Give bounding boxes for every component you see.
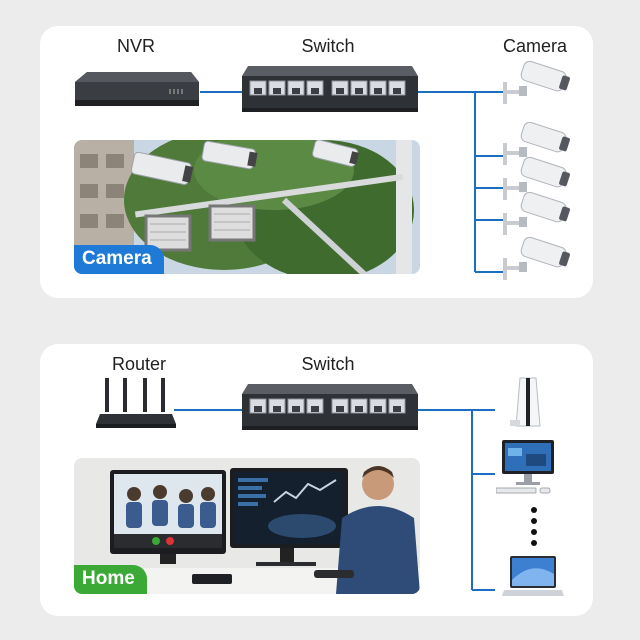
- home-badge: Home: [74, 565, 147, 594]
- ethernet-switch-icon: [242, 64, 418, 119]
- cctv-camera-icon: [503, 236, 573, 291]
- router-label: Router: [111, 354, 167, 374]
- cctv-camera-icon: [503, 121, 573, 176]
- ethernet-switch-icon: [242, 382, 418, 437]
- switch-label: Switch: [301, 354, 355, 374]
- ip-camera-network-panel: NVR Switch Camera: [40, 26, 593, 298]
- home-scene-photo: Home: [74, 458, 420, 594]
- network-cables: [200, 91, 505, 273]
- camera-label: Camera: [502, 36, 568, 56]
- more-dots-icon: [530, 506, 538, 553]
- network-cables: [174, 409, 495, 591]
- camera-scene-photo: Camera: [74, 140, 420, 274]
- nvr-recorder-icon: [73, 70, 201, 115]
- cctv-camera-icon: [503, 60, 573, 115]
- home-network-panel: Router Switch: [40, 344, 593, 616]
- cctv-camera-icon: [503, 191, 573, 246]
- laptop-icon: [502, 554, 564, 605]
- wifi-router-icon: [96, 378, 176, 435]
- cctv-camera-icon: [503, 156, 573, 211]
- camera-badge: Camera: [74, 245, 164, 274]
- desktop-pc-icon: [495, 440, 560, 501]
- switch-label: Switch: [301, 36, 355, 56]
- game-console-icon: [506, 376, 546, 433]
- nvr-label: NVR: [116, 36, 155, 56]
